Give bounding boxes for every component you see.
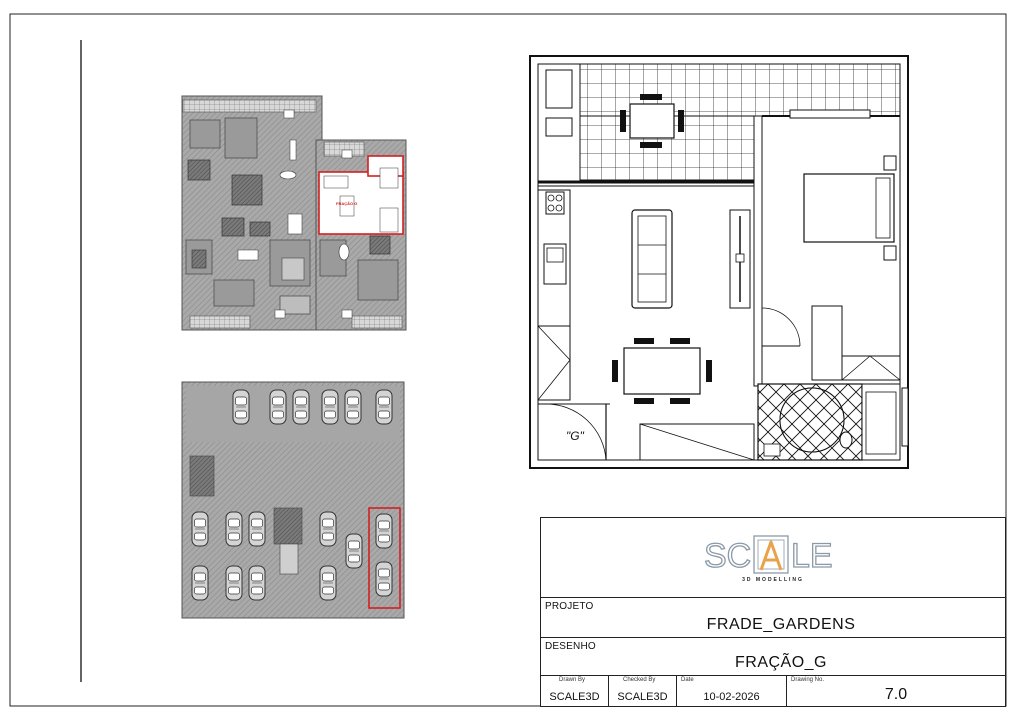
logo-accent-mark	[759, 540, 783, 571]
projeto-label: PROJETO	[545, 601, 594, 612]
projeto-row: PROJETO FRADE_GARDENS	[541, 598, 1005, 638]
unit-floor-plan: "G"	[529, 55, 909, 469]
date-cell: Date 10-02-2026	[677, 676, 787, 706]
checked-by-cell: Checked By SCALE3D	[609, 676, 677, 706]
drawn-by-cell: Drawn By SCALE3D	[541, 676, 609, 706]
logo-text-right: LE	[791, 537, 833, 575]
drawing-no-label: Drawing No.	[791, 677, 825, 683]
title-block: SC LE 3D MODELLING PROJETO FRADE_GARDENS…	[540, 517, 1006, 707]
checked-by-label: Checked By	[623, 677, 656, 683]
desenho-row: DESENHO FRAÇÃO_G	[541, 638, 1005, 676]
drawing-no-cell: Drawing No. 7.0	[787, 676, 1005, 706]
scale-logo: SC LE 3D MODELLING	[703, 535, 833, 583]
unit-door-tag: "G"	[566, 429, 585, 443]
key-plan-floor: FRAÇÃO G	[181, 95, 407, 331]
key-plan-unit-marker: FRAÇÃO G	[336, 201, 357, 206]
desenho-value: FRAÇÃO_G	[734, 654, 827, 671]
key-plan-garage	[181, 381, 405, 619]
date-value: 10-02-2026	[703, 691, 760, 703]
desenho-label: DESENHO	[545, 641, 596, 652]
drawn-by-value: SCALE3D	[549, 691, 600, 703]
sheet-border	[9, 13, 1007, 707]
drawing-no-value: 7.0	[884, 686, 908, 703]
meta-row: Drawn By SCALE3D Checked By SCALE3D Date…	[541, 676, 1005, 706]
checked-by-value: SCALE3D	[617, 691, 668, 703]
logo-text-left: SC	[704, 537, 751, 575]
drawn-by-label: Drawn By	[559, 677, 586, 683]
logo-cell: SC LE 3D MODELLING	[541, 518, 1005, 598]
projeto-value: FRADE_GARDENS	[706, 616, 856, 633]
logo-tagline: 3D MODELLING	[742, 577, 804, 583]
date-label: Date	[681, 677, 694, 683]
